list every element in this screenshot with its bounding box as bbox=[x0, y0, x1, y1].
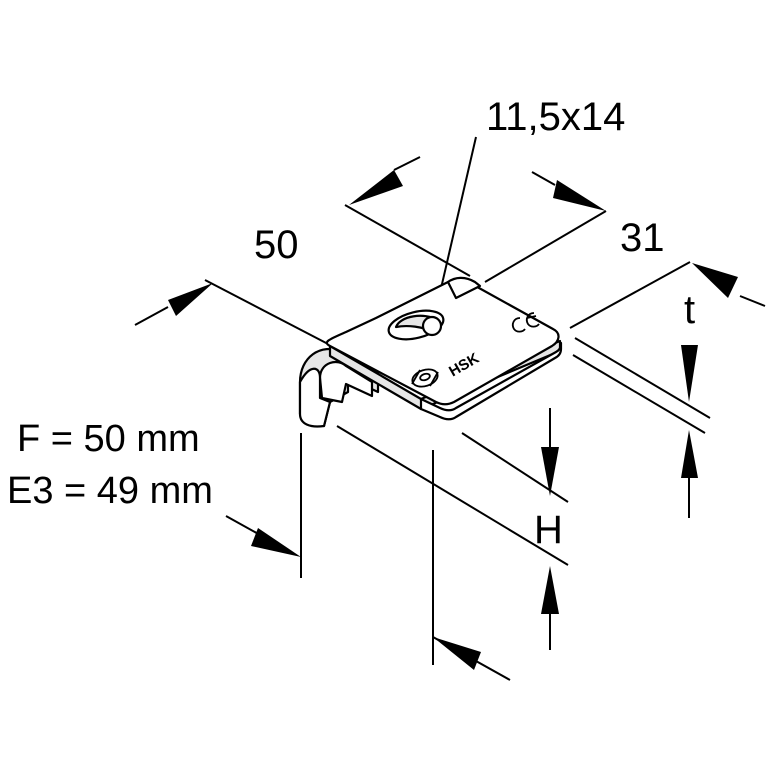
plate-front-edge bbox=[419, 341, 563, 421]
extension-line-t-bottom bbox=[572, 354, 706, 434]
extension-line-length-top bbox=[204, 279, 331, 346]
plate-lug bbox=[446, 276, 482, 300]
length-dimension-label: 50 bbox=[254, 223, 299, 267]
width-arrow-left bbox=[349, 170, 403, 205]
width-arrow-left-shaft bbox=[393, 156, 421, 171]
brand-logo-icon bbox=[411, 368, 439, 388]
bottom-arrow-left bbox=[251, 528, 301, 557]
e3-value-note: E3 = 49 mm bbox=[7, 470, 213, 512]
t-arrow-bottom bbox=[681, 430, 698, 478]
extension-line-width-right bbox=[484, 210, 607, 283]
length-arrow bbox=[168, 283, 213, 316]
slot-center-circle bbox=[421, 315, 443, 337]
extension-line-31-a bbox=[569, 261, 691, 329]
height-label: H bbox=[534, 508, 563, 552]
thickness-label: t bbox=[684, 288, 695, 332]
plate-top-surface bbox=[325, 278, 560, 406]
width-31-arrow bbox=[692, 263, 738, 298]
ce-mark-icon bbox=[511, 312, 540, 333]
hook-front-face bbox=[298, 367, 332, 428]
extension-line-t-top bbox=[574, 337, 711, 419]
f-value-note: F = 50 mm bbox=[17, 418, 200, 460]
width-dimension-label: 31 bbox=[620, 216, 665, 260]
t-arrow-top bbox=[681, 345, 698, 402]
extension-line-width-left bbox=[344, 204, 471, 277]
h-arrow-top bbox=[541, 447, 559, 496]
arrowheads bbox=[168, 170, 738, 670]
extension-line-h-bottom bbox=[336, 425, 569, 566]
slot-size-label: 11,5x14 bbox=[486, 95, 625, 139]
width-arrow-right-shaft bbox=[531, 171, 556, 186]
dimension-lines bbox=[134, 136, 766, 681]
bottom-arrow-right bbox=[433, 637, 481, 670]
h-arrow-bottom bbox=[541, 566, 559, 614]
length-arrow-shaft bbox=[134, 306, 169, 326]
extension-line-31-b bbox=[739, 295, 766, 307]
bottom-arrow-left-shaft bbox=[225, 515, 263, 537]
clamp-part bbox=[298, 276, 563, 428]
width-arrow-right bbox=[553, 180, 606, 211]
